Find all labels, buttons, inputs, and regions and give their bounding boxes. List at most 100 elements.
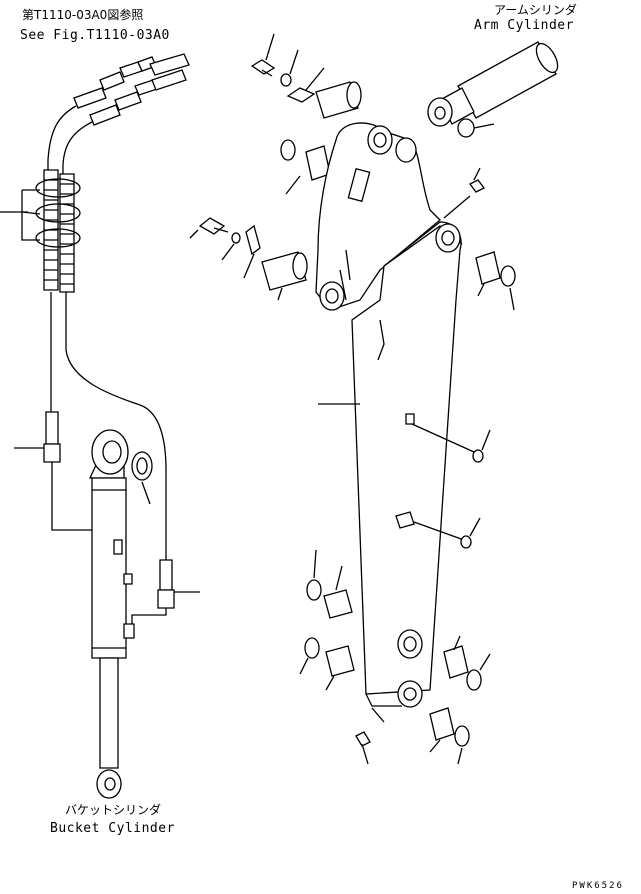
hose-clamp-3 xyxy=(36,229,80,247)
bushing-left-2 xyxy=(326,646,354,676)
arm-top-parts xyxy=(190,34,361,300)
bushing-right-lower-2-leader xyxy=(430,740,440,752)
shim-left-1 xyxy=(307,580,321,600)
arm-top-boss xyxy=(368,126,392,154)
bucket-cyl-top-eye xyxy=(92,430,128,474)
arm-body xyxy=(316,123,490,764)
lock-plate-left xyxy=(246,226,260,254)
reference-label-jp: 第T1110-03A0図参照 xyxy=(22,8,144,22)
bolt-top-shank xyxy=(262,70,272,76)
plug-2 xyxy=(461,536,471,548)
arm-bucket-boss-hole xyxy=(404,688,416,700)
arm-side-boss-1-leader xyxy=(412,424,474,452)
bushing-right-lower-2 xyxy=(430,708,454,740)
shim-left-2-leader xyxy=(300,658,308,674)
hose-stub-top-2 xyxy=(152,70,186,90)
seal-ring-leader xyxy=(142,482,150,504)
arm-cylinder-label-en: Arm Cylinder xyxy=(474,18,574,33)
lock-plate-left-leader xyxy=(244,254,254,278)
arm-cyl-eye xyxy=(428,98,452,126)
hose-connector-line-2 xyxy=(132,608,166,628)
pin-left-leader xyxy=(278,288,282,300)
bucket-cyl-rod xyxy=(100,658,118,768)
arm-top-boss-hole xyxy=(374,133,386,147)
arm-top-boss-2 xyxy=(396,138,416,162)
bolt-left-shank xyxy=(214,228,228,232)
bushing-right-upper xyxy=(476,252,500,284)
bucket-cyl-port-2 xyxy=(124,574,132,584)
arm-slot xyxy=(348,169,369,202)
bucket-cyl-bottom-eye xyxy=(97,770,121,798)
shim-right-lower-1 xyxy=(467,670,481,690)
bushing-right-lower-1-leader xyxy=(454,636,460,650)
lock-plate-top xyxy=(288,88,314,102)
washer-left-leader xyxy=(222,244,234,260)
arm-cyl-shim xyxy=(458,119,474,137)
bolt-left-leader xyxy=(190,230,198,238)
bushing-left-1 xyxy=(324,590,352,618)
arm-cyl-shim-leader xyxy=(474,124,494,128)
pin-top-end xyxy=(347,82,361,108)
hose-end-fitting-2 xyxy=(115,92,141,110)
bucket-cyl-tube xyxy=(92,478,126,658)
arm-plate-detail xyxy=(340,250,350,300)
bucket-cylinder xyxy=(90,430,152,798)
plug-2-leader xyxy=(470,518,480,536)
plug-1-leader xyxy=(482,430,490,450)
hose-stub-top-1 xyxy=(150,54,189,75)
arm-cylinder-boss-hole xyxy=(442,231,454,245)
hose-assembly xyxy=(0,54,200,628)
shim-right-upper xyxy=(501,266,515,286)
left-bushings xyxy=(300,550,354,690)
hose-line-2-lower xyxy=(66,292,166,560)
bucket-cyl-port-3 xyxy=(124,624,134,638)
bucket-cyl-seal-ring-inner xyxy=(137,458,147,474)
arm-cylinder xyxy=(428,40,562,137)
arm-bottom-fitting-line xyxy=(372,708,384,722)
arm-side-boss-1 xyxy=(406,414,414,424)
bolt-top xyxy=(252,60,274,74)
washer-top xyxy=(281,74,291,86)
arm-bottom-grease-leader xyxy=(362,744,368,764)
hose-line-1 xyxy=(48,106,76,290)
bushing-left-1-leader xyxy=(336,566,342,590)
bushing-top-leader xyxy=(286,176,300,194)
bucket-cyl-port-1 xyxy=(114,540,122,554)
hose-end-fitting-1 xyxy=(100,72,124,90)
hose-line-2 xyxy=(63,122,92,290)
arm-bucket-link-boss-hole xyxy=(404,637,416,651)
washer-top-leader xyxy=(290,50,298,74)
plug-1 xyxy=(473,450,483,462)
lock-plate-top-leader xyxy=(306,68,324,90)
protector-ribs-2 xyxy=(60,184,74,284)
arm-bucket-boss xyxy=(398,681,422,707)
bucket-cylinder-label-jp: バケットシリンダ xyxy=(65,803,162,817)
hose-lower-fitting-1 xyxy=(46,412,58,444)
arm-cylinder-boss xyxy=(436,224,460,252)
shim-right-lower-2 xyxy=(455,726,469,746)
shim-left-1-leader xyxy=(314,550,316,578)
shim-right-lower-1-leader xyxy=(480,654,490,670)
grease-fitting xyxy=(470,180,484,192)
hose-lower-nut-2 xyxy=(158,590,174,608)
pin-left-end xyxy=(293,253,307,279)
shim-right-lower-2-leader xyxy=(458,748,462,764)
arm-cylinder-label-jp: アームシリンダ xyxy=(494,3,577,17)
hose-lower-fitting-2 xyxy=(160,560,172,590)
arm-cyl-tube-end xyxy=(532,40,562,76)
bushing-left-2-leader xyxy=(326,676,334,690)
shim-right-upper-leader xyxy=(510,288,514,310)
shim-left-2 xyxy=(305,638,319,658)
hose-clamp-1 xyxy=(36,179,80,197)
hose-end-fitting-2b xyxy=(90,105,120,125)
bushing-right-lower-1 xyxy=(444,646,468,678)
washer-left xyxy=(232,233,240,243)
bolt-top-leader xyxy=(266,34,274,60)
bucket-cyl-top-eye-hole xyxy=(103,441,121,463)
drawing-code: PWK6526 xyxy=(572,881,624,891)
grease-fitting-tip xyxy=(474,168,480,180)
arm-boss-left xyxy=(320,282,344,310)
clamp-leader-bracket xyxy=(16,190,40,240)
arm-cyl-eye-hole xyxy=(435,107,445,119)
